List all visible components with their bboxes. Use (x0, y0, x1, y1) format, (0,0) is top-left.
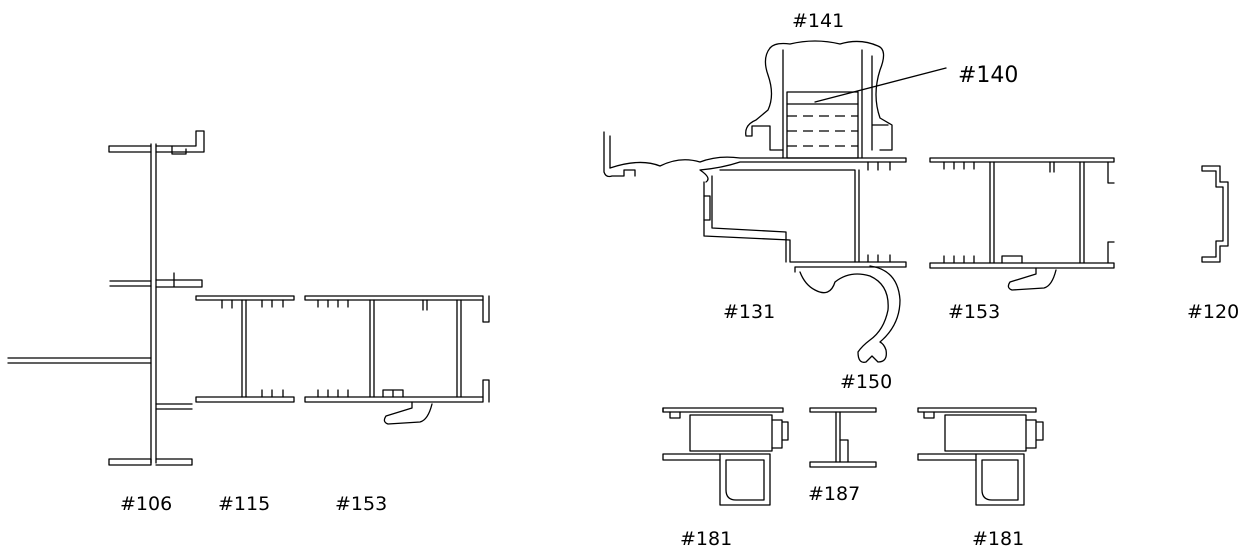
profile-153-right (929, 157, 1115, 291)
label-153-right: #153 (948, 301, 1000, 323)
profile-181-a (662, 407, 789, 506)
profile-141 (745, 40, 893, 159)
profile-150 (799, 265, 901, 363)
label-181-b: #181 (972, 528, 1024, 550)
label-131: #131 (723, 301, 775, 323)
label-153-left: #153 (335, 493, 387, 515)
label-150: #150 (840, 371, 892, 393)
profile-153-left (304, 295, 490, 425)
profile-140 (786, 67, 947, 159)
profile-120 (1201, 165, 1229, 263)
profile-131 (603, 131, 907, 273)
label-181-a: #181 (680, 528, 732, 550)
label-106: #106 (120, 493, 172, 515)
label-187: #187 (808, 483, 860, 505)
profile-181-b (917, 407, 1044, 506)
label-141: #141 (792, 10, 844, 32)
label-115: #115 (218, 493, 270, 515)
label-140: #140 (958, 63, 1018, 88)
label-120: #120 (1187, 301, 1239, 323)
profile-187 (809, 407, 877, 468)
profile-115 (195, 295, 295, 403)
profile-106 (7, 130, 205, 466)
